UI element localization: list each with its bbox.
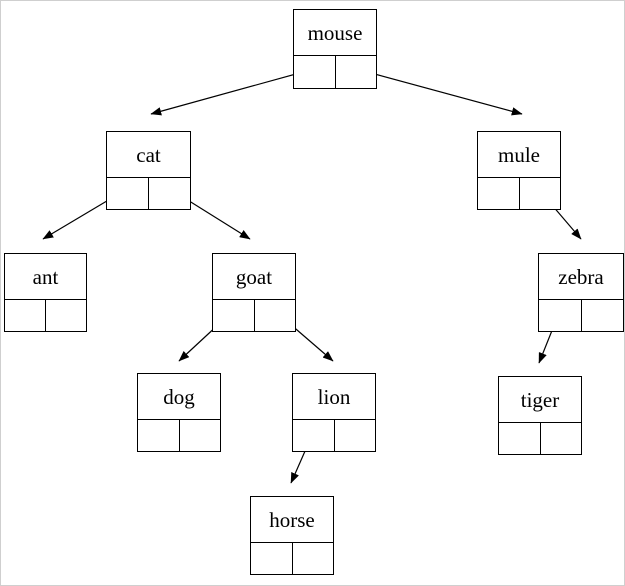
tree-node-mouse[interactable]: mouse bbox=[293, 9, 377, 89]
left-pointer-cell-dog bbox=[138, 420, 180, 452]
left-pointer-cell-horse bbox=[251, 543, 293, 575]
right-pointer-cell-horse bbox=[293, 543, 334, 575]
left-pointer-cell-ant bbox=[5, 300, 46, 332]
tree-node-pointers-mouse bbox=[294, 56, 376, 88]
tree-node-label-ant: ant bbox=[5, 254, 86, 300]
tree-node-label-lion: lion bbox=[293, 374, 375, 420]
tree-node-pointers-zebra bbox=[539, 300, 623, 332]
tree-node-mule[interactable]: mule bbox=[477, 131, 561, 210]
left-pointer-cell-goat bbox=[213, 300, 255, 332]
tree-node-ant[interactable]: ant bbox=[4, 253, 87, 332]
tree-node-pointers-goat bbox=[213, 300, 295, 332]
tree-node-pointers-tiger bbox=[499, 423, 581, 455]
left-pointer-cell-zebra bbox=[539, 300, 582, 332]
tree-node-label-dog: dog bbox=[138, 374, 220, 420]
tree-node-label-horse: horse bbox=[251, 497, 333, 543]
tree-node-tiger[interactable]: tiger bbox=[498, 376, 582, 455]
right-pointer-cell-zebra bbox=[582, 300, 624, 332]
tree-node-cat[interactable]: cat bbox=[106, 131, 191, 210]
edge-mouse-to-cat bbox=[150, 68, 315, 116]
left-pointer-cell-lion bbox=[293, 420, 335, 452]
right-pointer-cell-lion bbox=[335, 420, 376, 452]
right-pointer-cell-goat bbox=[255, 300, 296, 332]
tree-node-pointers-horse bbox=[251, 543, 333, 575]
left-pointer-cell-mouse bbox=[294, 56, 336, 88]
tree-node-label-cat: cat bbox=[107, 132, 190, 178]
tree-node-horse[interactable]: horse bbox=[250, 496, 334, 575]
tree-node-goat[interactable]: goat bbox=[212, 253, 296, 332]
tree-node-label-tiger: tiger bbox=[499, 377, 581, 423]
tree-node-label-mouse: mouse bbox=[294, 10, 376, 56]
tree-node-pointers-lion bbox=[293, 420, 375, 452]
tree-node-label-mule: mule bbox=[478, 132, 560, 178]
tree-node-pointers-ant bbox=[5, 300, 86, 332]
right-pointer-cell-ant bbox=[46, 300, 86, 332]
left-pointer-cell-cat bbox=[107, 178, 149, 210]
right-pointer-cell-mule bbox=[520, 178, 561, 210]
edge-mouse-to-mule bbox=[355, 68, 523, 116]
right-pointer-cell-tiger bbox=[541, 423, 582, 455]
tree-node-zebra[interactable]: zebra bbox=[538, 253, 624, 332]
tree-node-dog[interactable]: dog bbox=[137, 373, 221, 452]
right-pointer-cell-mouse bbox=[336, 56, 377, 88]
tree-node-label-zebra: zebra bbox=[539, 254, 623, 300]
tree-node-pointers-cat bbox=[107, 178, 190, 210]
tree-node-label-goat: goat bbox=[213, 254, 295, 300]
left-pointer-cell-tiger bbox=[499, 423, 541, 455]
right-pointer-cell-cat bbox=[149, 178, 190, 210]
right-pointer-cell-dog bbox=[180, 420, 221, 452]
tree-node-pointers-mule bbox=[478, 178, 560, 210]
tree-node-pointers-dog bbox=[138, 420, 220, 452]
left-pointer-cell-mule bbox=[478, 178, 520, 210]
tree-node-lion[interactable]: lion bbox=[292, 373, 376, 452]
